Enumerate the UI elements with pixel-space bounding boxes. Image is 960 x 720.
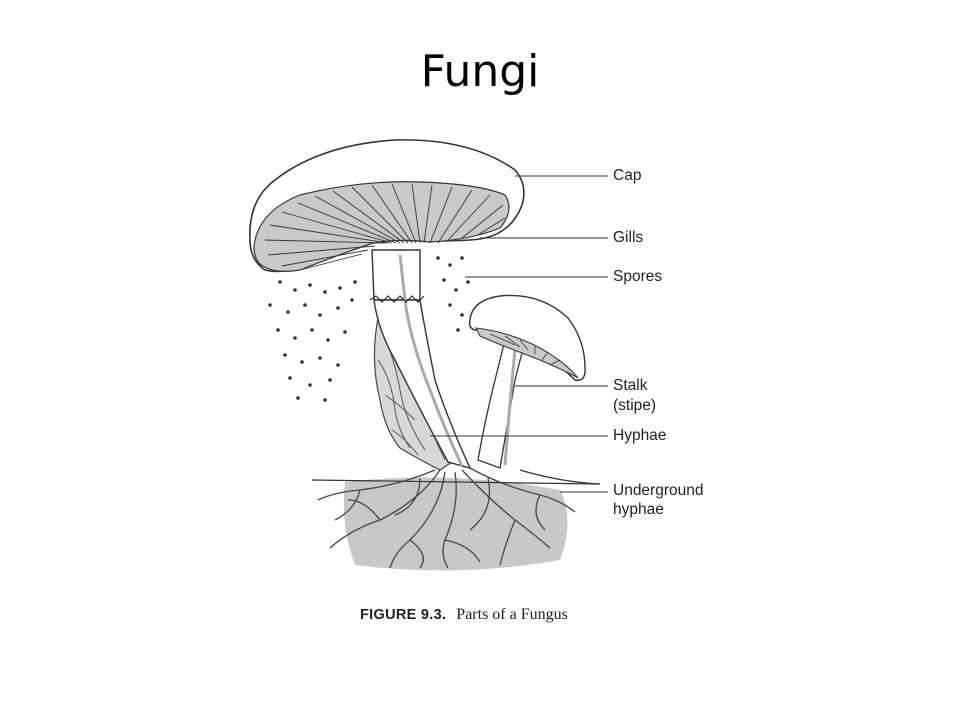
figure-number: FIGURE 9.3. <box>360 607 447 623</box>
label-gills: Gills <box>613 229 644 246</box>
ring-edge <box>369 295 425 303</box>
label-underground: Underground <box>613 482 704 499</box>
spores <box>268 256 470 402</box>
label-stalk: Stalk <box>613 377 648 394</box>
label-hyphae: Hyphae <box>613 427 667 444</box>
label-cap: Cap <box>613 167 642 184</box>
slide-title: Fungi <box>420 46 540 97</box>
large-stalk-lower <box>373 299 472 470</box>
figure-caption: FIGURE 9.3. Parts of a Fungus <box>360 606 568 624</box>
label-underground-hyphae: hyphae <box>613 501 664 518</box>
label-spores: Spores <box>613 268 663 285</box>
leader-lines <box>430 175 608 493</box>
large-stalk <box>371 249 421 301</box>
ground-line-right <box>519 469 601 485</box>
underground-hyphae <box>317 467 576 569</box>
figure-caption-text: Parts of a Fungus <box>456 606 568 623</box>
soil-patch <box>343 477 568 571</box>
label-stipe: (stipe) <box>613 397 657 414</box>
small-gills <box>475 327 579 379</box>
gill-lines <box>264 183 506 271</box>
small-stalk <box>477 339 526 469</box>
